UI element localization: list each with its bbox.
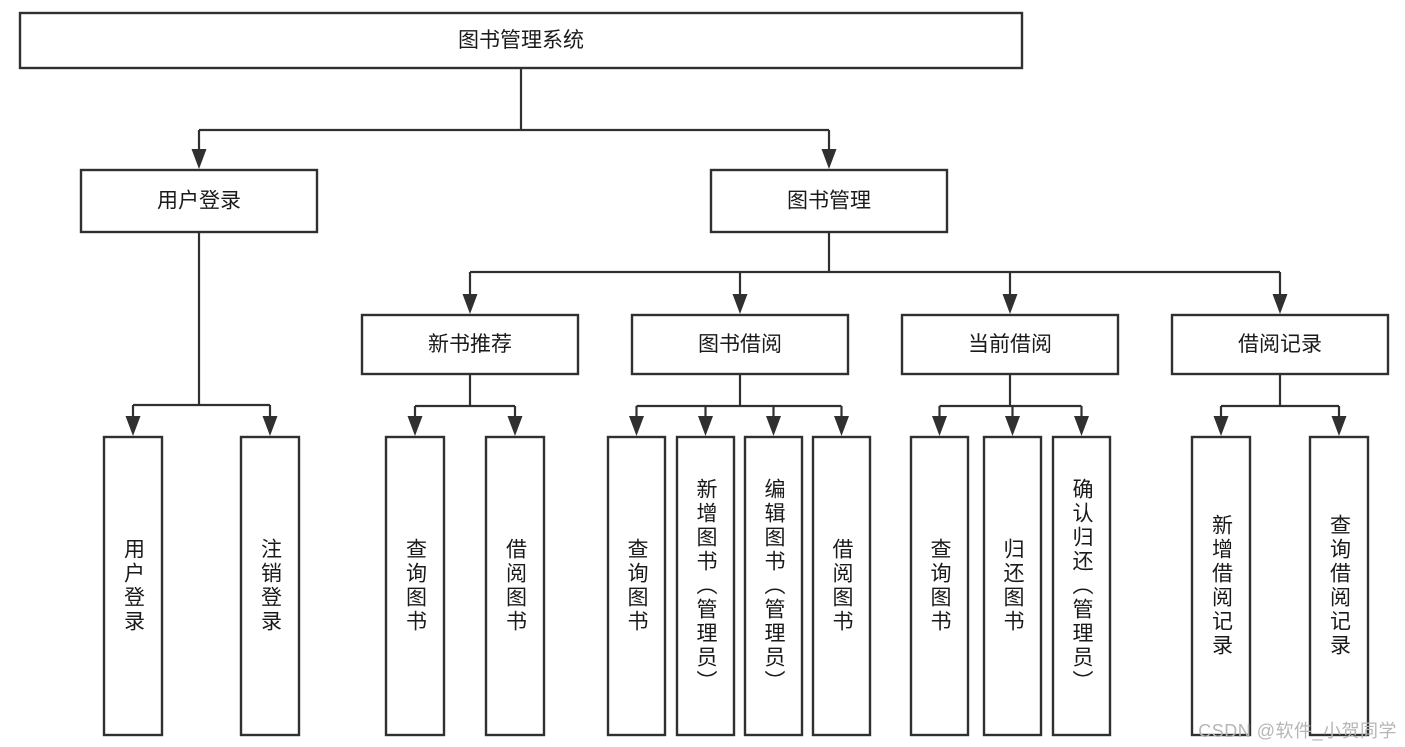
node-leaf-leaf-query-book[interactable]	[606, 435, 667, 737]
arrow-head-icon	[834, 416, 849, 436]
arrow-head-icon	[1002, 294, 1018, 314]
arrow-head-icon	[732, 294, 748, 314]
arrow-head-icon	[407, 416, 423, 436]
watermark-text: CSDN @软件_小贺同学	[1198, 721, 1397, 741]
node-level3-new-book-rec[interactable]	[360, 313, 580, 376]
node-label-user-login: 用户登录	[157, 190, 241, 213]
node-label-book-manage: 图书管理	[787, 190, 871, 213]
node-level3-borrow-record[interactable]	[1170, 313, 1390, 376]
node-level2-user-login[interactable]	[79, 168, 319, 234]
node-leaf-leaf-user-login[interactable]	[102, 435, 164, 737]
node-level2-book-manage[interactable]	[709, 168, 949, 234]
node-label-current-borrow: 当前借阅	[968, 333, 1052, 356]
arrow-head-icon	[629, 416, 644, 436]
node-leaf-leaf-query-book-rec[interactable]	[384, 435, 446, 737]
node-leaf-leaf-return-book[interactable]	[982, 435, 1043, 737]
arrow-head-icon	[932, 416, 947, 436]
node-label-root: 图书管理系统	[458, 29, 584, 52]
arrow-head-icon	[1074, 416, 1089, 436]
arrow-head-icon	[821, 149, 837, 169]
arrow-head-icon	[1272, 294, 1288, 314]
node-leaf-leaf-borrow-book-rec[interactable]	[484, 435, 546, 737]
arrow-head-icon	[507, 416, 523, 436]
node-leaf-leaf-edit-book[interactable]	[743, 435, 804, 737]
node-root-root[interactable]	[18, 11, 1024, 70]
arrow-head-icon	[1213, 416, 1229, 436]
arrow-head-icon	[262, 416, 278, 436]
arrow-head-icon	[1331, 416, 1347, 436]
arrow-head-icon	[191, 149, 207, 169]
node-label-book-borrow: 图书借阅	[698, 333, 782, 356]
node-level3-current-borrow[interactable]	[900, 313, 1120, 376]
node-label-new-book-rec: 新书推荐	[428, 333, 512, 356]
node-leaf-leaf-user-logout[interactable]	[239, 435, 301, 737]
node-level3-book-borrow[interactable]	[630, 313, 850, 376]
arrow-head-icon	[462, 294, 478, 314]
node-leaf-leaf-add-record[interactable]	[1190, 435, 1252, 737]
node-leaf-leaf-add-book[interactable]	[675, 435, 736, 737]
arrow-head-icon	[1005, 416, 1020, 436]
arrow-head-icon	[125, 416, 141, 436]
connectors-layer	[125, 68, 1347, 436]
node-leaf-leaf-confirm-return[interactable]	[1051, 435, 1112, 737]
node-leaf-leaf-query-book-cur[interactable]	[909, 435, 970, 737]
arrow-head-icon	[766, 416, 781, 436]
node-leaf-leaf-borrow-book[interactable]	[811, 435, 872, 737]
arrow-head-icon	[698, 416, 713, 436]
node-label-borrow-record: 借阅记录	[1238, 333, 1322, 356]
node-leaf-leaf-query-record[interactable]	[1308, 435, 1370, 737]
